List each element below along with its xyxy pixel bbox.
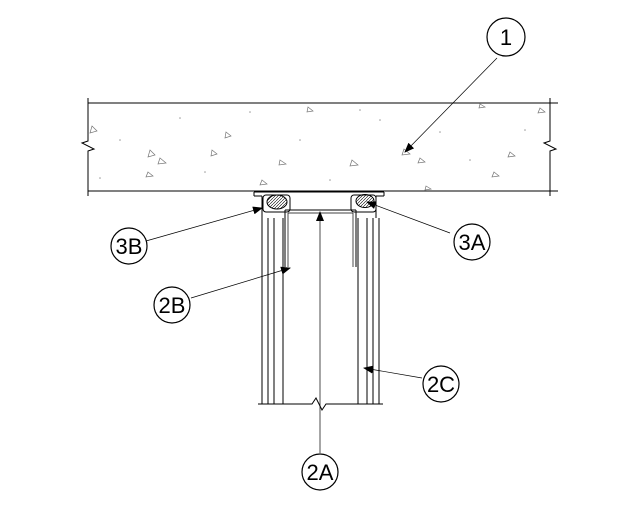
leader-lines bbox=[145, 57, 498, 453]
wall-board-layers bbox=[258, 218, 383, 411]
concrete-aggregate bbox=[89, 103, 546, 191]
callout-3a-label: 3A bbox=[459, 230, 486, 255]
callout-2b-label: 2B bbox=[159, 293, 186, 318]
backer-rod-3a bbox=[350, 194, 377, 213]
callout-1-label: 1 bbox=[500, 25, 512, 50]
callout-3b-label: 3B bbox=[116, 234, 143, 259]
callout-2a-label: 2A bbox=[307, 460, 334, 485]
steel-stud bbox=[284, 209, 357, 267]
callout-2a: 2A bbox=[301, 453, 339, 491]
sealant-bead-3b bbox=[262, 194, 291, 213]
callout-2b: 2B bbox=[153, 286, 191, 324]
callout-2c-label: 2C bbox=[427, 372, 455, 397]
callout-2c: 2C bbox=[422, 365, 460, 403]
callout-3b: 3B bbox=[110, 227, 148, 265]
concrete-slab bbox=[80, 98, 558, 196]
callout-1: 1 bbox=[486, 17, 526, 57]
callout-3a: 3A bbox=[453, 223, 491, 261]
